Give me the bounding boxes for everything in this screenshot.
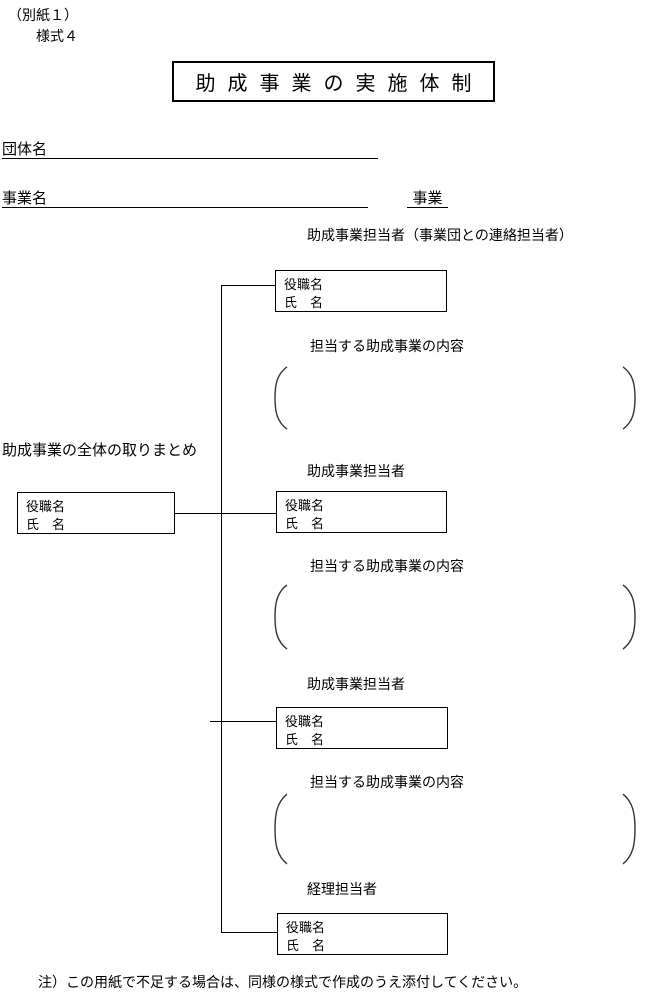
role-box-coordinator[interactable]: 役職名 氏 名 xyxy=(17,492,175,534)
attachment-label: （別紙１） xyxy=(8,7,78,23)
right-paren-icon xyxy=(622,366,636,430)
name-label: 氏 名 xyxy=(285,516,325,531)
connector-branch-2 xyxy=(175,513,276,514)
name-label: 氏 名 xyxy=(26,517,66,532)
content-area-1[interactable] xyxy=(274,366,636,430)
form-style-label: 様式４ xyxy=(36,28,78,44)
content-area-3[interactable] xyxy=(274,793,636,865)
role-box-section-4[interactable]: 役職名 氏 名 xyxy=(277,913,448,955)
project-name-label: 事業名 xyxy=(2,190,48,207)
section-4-heading: 経理担当者 xyxy=(307,881,377,897)
org-name-label: 団体名 xyxy=(2,141,48,158)
left-paren-icon xyxy=(274,366,288,430)
content-heading-2: 担当する助成事業の内容 xyxy=(310,558,464,574)
role-box-section-3[interactable]: 役職名 氏 名 xyxy=(276,707,448,749)
role-label: 役職名 xyxy=(285,498,325,513)
role-label: 役職名 xyxy=(286,920,326,935)
section-1-heading: 助成事業担当者（事業団との連絡担当者） xyxy=(307,227,573,243)
left-paren-icon xyxy=(274,584,288,650)
connector-branch-4 xyxy=(221,932,277,933)
content-area-2[interactable] xyxy=(274,584,636,650)
name-label: 氏 名 xyxy=(285,732,325,747)
role-label: 役職名 xyxy=(284,277,324,292)
connector-branch-1 xyxy=(221,285,275,286)
section-2-heading: 助成事業担当者 xyxy=(307,463,405,479)
project-suffix-label: 事業 xyxy=(412,190,443,207)
document-title: 助成事業の実施体制 xyxy=(195,73,484,95)
project-name-field[interactable]: 事業名 xyxy=(2,190,368,208)
content-heading-3: 担当する助成事業の内容 xyxy=(310,774,464,790)
project-suffix-underline: 事業 xyxy=(407,190,448,208)
role-label: 役職名 xyxy=(285,714,325,729)
section-3-heading: 助成事業担当者 xyxy=(307,676,405,692)
footer-note: 注）この用紙で不足する場合は、同様の様式で作成のうえ添付してください。 xyxy=(38,974,528,990)
left-paren-icon xyxy=(274,793,288,865)
content-heading-1: 担当する助成事業の内容 xyxy=(310,338,464,354)
document-title-box: 助成事業の実施体制 xyxy=(172,61,495,102)
connector-trunk xyxy=(221,285,222,933)
name-label: 氏 名 xyxy=(286,938,326,953)
right-paren-icon xyxy=(622,793,636,865)
connector-branch-3 xyxy=(210,721,276,722)
role-label: 役職名 xyxy=(26,499,66,514)
role-box-section-1[interactable]: 役職名 氏 名 xyxy=(275,270,447,312)
coordinator-heading: 助成事業の全体の取りまとめ xyxy=(2,442,198,459)
role-box-section-2[interactable]: 役職名 氏 名 xyxy=(276,491,447,533)
org-name-field[interactable]: 団体名 xyxy=(2,141,378,159)
right-paren-icon xyxy=(622,584,636,650)
name-label: 氏 名 xyxy=(284,295,324,310)
